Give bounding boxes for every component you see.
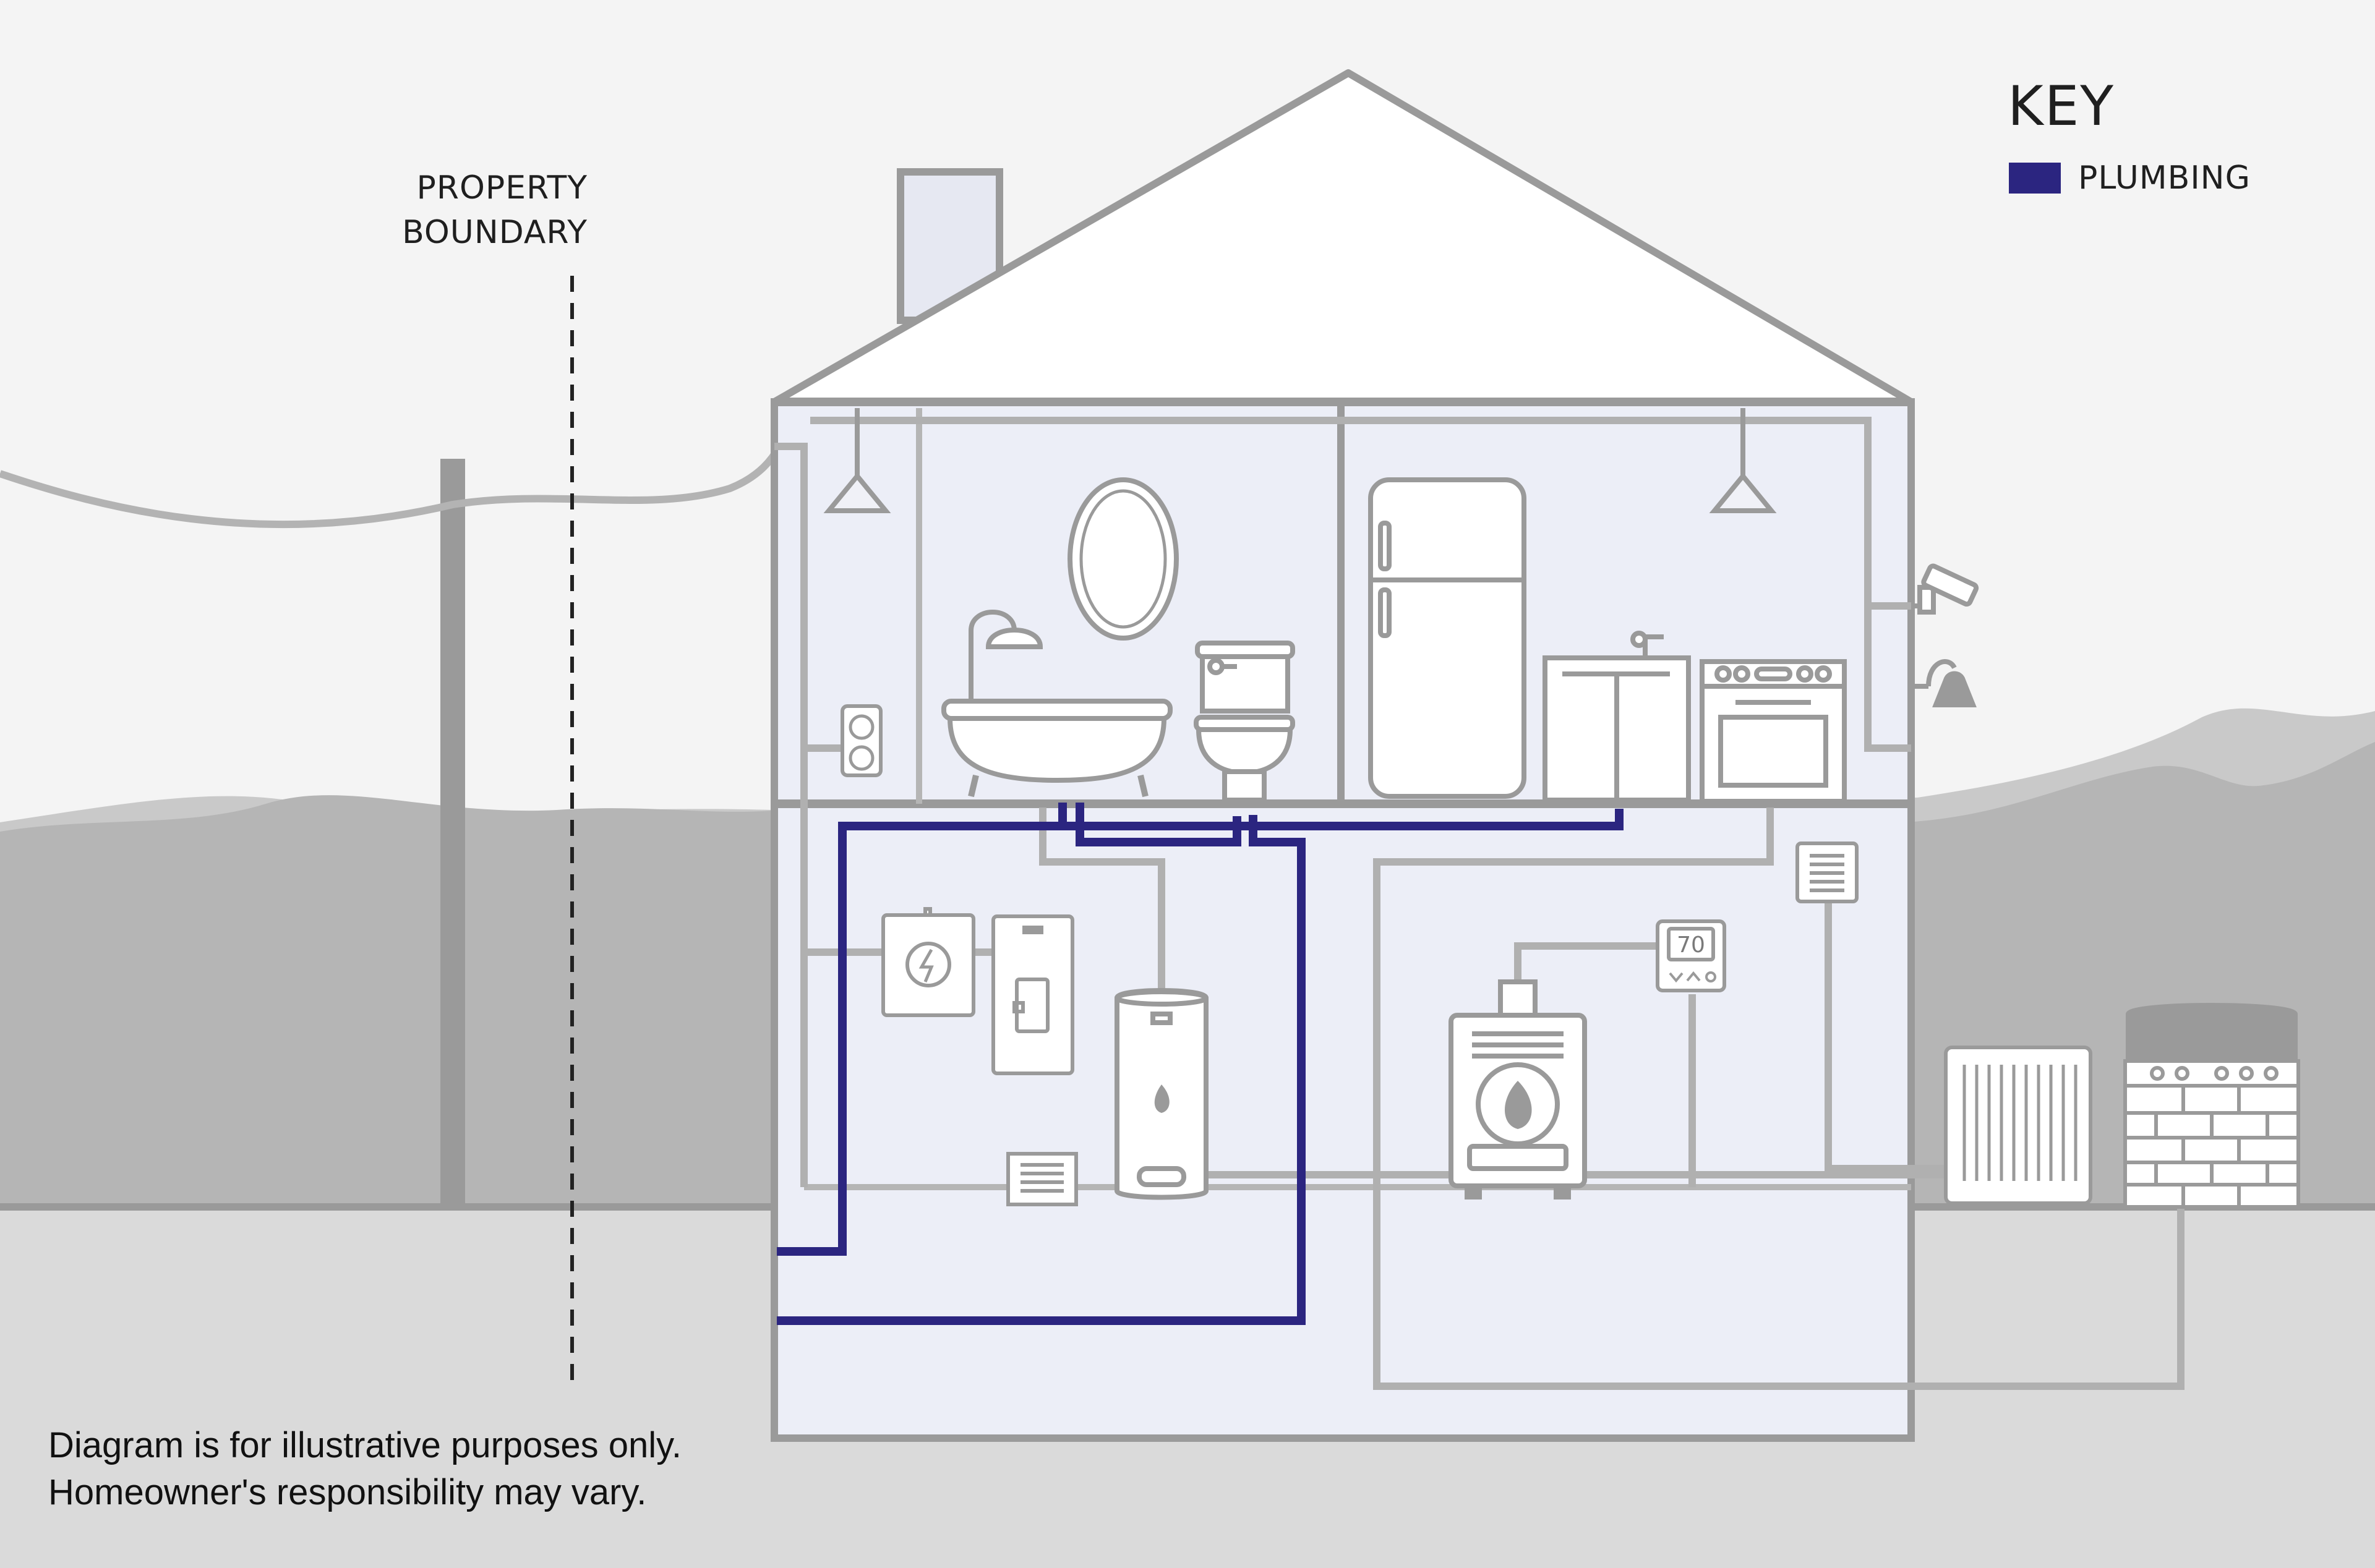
thermostat-reading: 70 bbox=[1677, 932, 1705, 958]
electrical-wiring bbox=[774, 417, 2185, 1390]
property-boundary-line1: PROPERTY bbox=[416, 169, 588, 207]
key-item-label: PLUMBING bbox=[2078, 160, 2251, 197]
security-camera-icon bbox=[1911, 563, 1979, 615]
outdoor-grill-icon bbox=[2123, 1003, 2300, 1209]
property-boundary-line2: BOUNDARY bbox=[402, 214, 588, 251]
disclaimer-line1: Diagram is for illustrative purposes onl… bbox=[48, 1425, 682, 1465]
disclaimer: Diagram is for illustrative purposes onl… bbox=[48, 1422, 682, 1516]
ac-unit-icon bbox=[1944, 1046, 2092, 1205]
plumbing-swatch bbox=[2009, 163, 2061, 194]
thermostat-icon bbox=[1656, 919, 1726, 992]
refrigerator-icon bbox=[1368, 477, 1526, 799]
doorbell-icon bbox=[1911, 659, 1977, 707]
toilet-icon bbox=[1194, 641, 1295, 803]
mirror-icon bbox=[1068, 477, 1179, 641]
oven-range-icon bbox=[1700, 659, 1847, 804]
water-heater-icon bbox=[1115, 988, 1209, 1200]
bathtub-icon bbox=[941, 610, 1173, 798]
key-title: KEY bbox=[2008, 74, 2115, 138]
kitchen-sink-icon bbox=[1543, 631, 1691, 803]
floor-vent-icon bbox=[1006, 1152, 1078, 1206]
wall-vent-icon bbox=[1795, 842, 1859, 903]
electrical-panel-icon bbox=[991, 914, 1074, 1075]
plumbing-pipes bbox=[777, 803, 1624, 1325]
electrical-outlet-icon bbox=[841, 704, 883, 777]
property-boundary-label: PROPERTY BOUNDARY bbox=[297, 166, 588, 255]
ev-charger-icon bbox=[881, 907, 975, 1017]
key-item-plumbing: PLUMBING bbox=[2009, 160, 2251, 197]
furnace-icon bbox=[1449, 979, 1587, 1199]
ceiling-light-icon bbox=[1709, 408, 1777, 513]
disclaimer-line2: Homeowner's responsibility may vary. bbox=[48, 1472, 647, 1512]
utility-pole-icon bbox=[0, 445, 783, 1207]
ceiling-light-icon bbox=[823, 408, 891, 513]
